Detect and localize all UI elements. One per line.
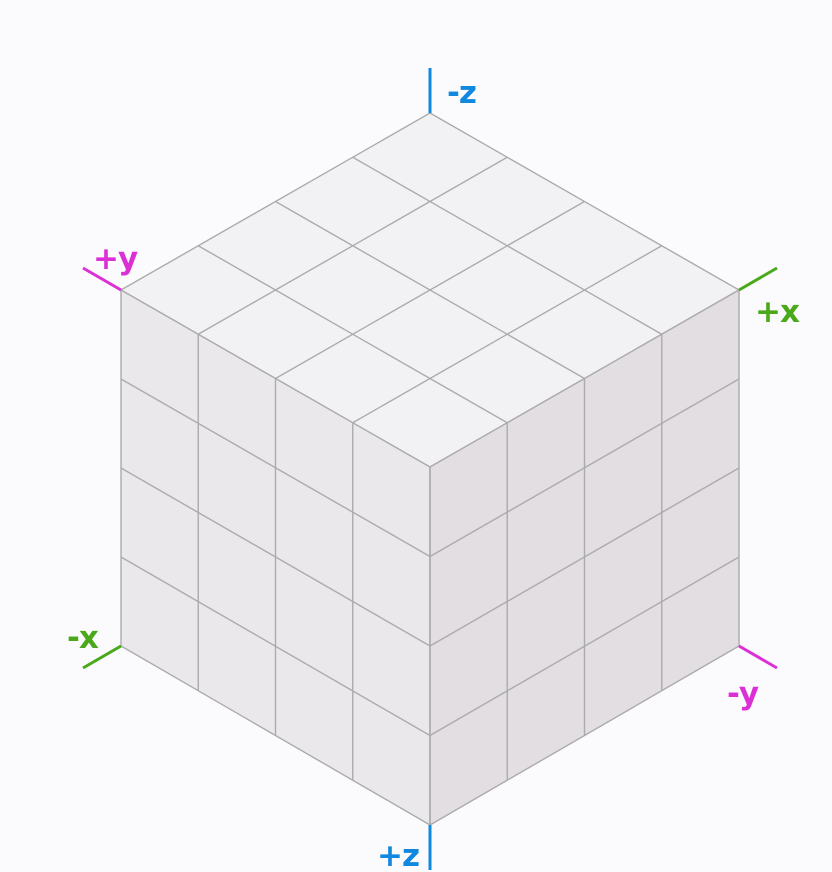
right-face-grid-line: [429, 556, 740, 737]
left-face-grid-line: [120, 556, 431, 737]
top-face-grid-line: [352, 245, 663, 424]
neg-x-axis-label: -x: [67, 620, 99, 656]
neg-y-axis-label: -y: [727, 676, 759, 712]
cube-grid-lines: [120, 156, 740, 825]
pos-z-axis-label: +z: [377, 838, 419, 872]
neg-z-axis-label: -z: [447, 75, 476, 111]
neg-x-axis-line: [82, 644, 122, 670]
pos-x-axis-label: +x: [755, 294, 800, 330]
pos-y-axis-line: [82, 266, 122, 292]
pos-x-axis-line: [738, 266, 778, 292]
top-face-grid-line: [275, 200, 585, 380]
right-face-grid-line: [429, 467, 740, 647]
axis-lines: [82, 68, 778, 870]
top-face-grid-line: [197, 245, 508, 424]
left-face-grid-line: [120, 467, 431, 647]
neg-y-axis-line: [738, 644, 778, 670]
axis-labels: -z +z +y -y +x -x: [67, 75, 801, 872]
pos-y-axis-label: +y: [93, 241, 138, 277]
